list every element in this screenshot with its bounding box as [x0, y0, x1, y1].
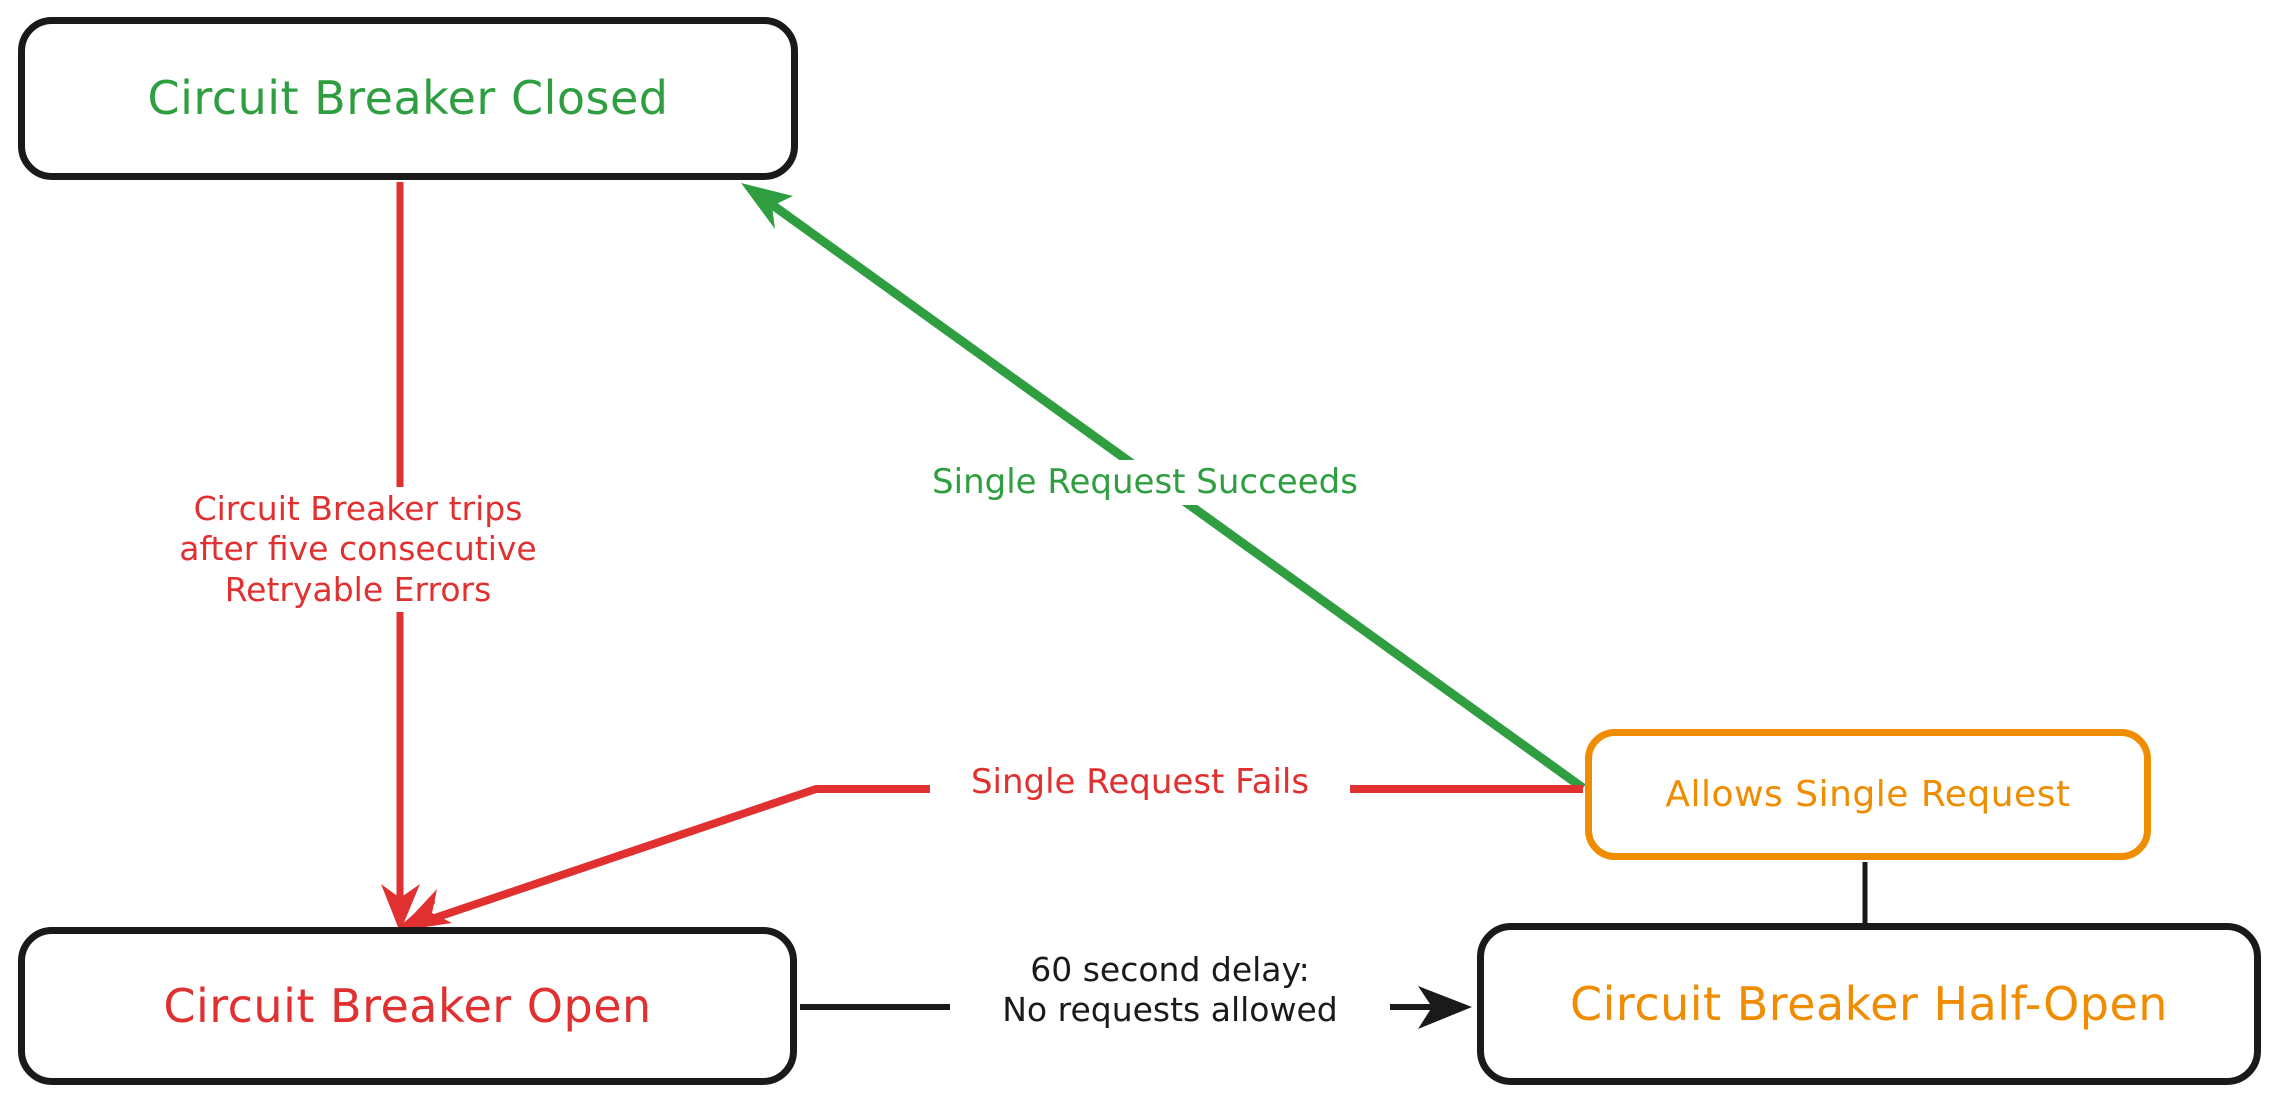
- node-circuit-breaker-closed[interactable]: Circuit Breaker Closed: [18, 17, 798, 180]
- node-circuit-breaker-open[interactable]: Circuit Breaker Open: [18, 927, 797, 1085]
- edge-label-closed-to-open: Circuit Breaker trips after five consecu…: [148, 487, 568, 612]
- node-label-allows-single-request: Allows Single Request: [1665, 773, 2071, 815]
- node-label-closed: Circuit Breaker Closed: [147, 71, 669, 126]
- node-circuit-breaker-half-open[interactable]: Circuit Breaker Half-Open: [1477, 923, 2261, 1085]
- edge-label-open-to-halfopen: 60 second delay: No requests allowed: [950, 948, 1390, 1033]
- node-label-half-open: Circuit Breaker Half-Open: [1570, 976, 2168, 1031]
- edge-label-allows-to-closed: Single Request Succeeds: [890, 460, 1400, 506]
- node-label-open: Circuit Breaker Open: [163, 978, 652, 1033]
- node-allows-single-request[interactable]: Allows Single Request: [1585, 729, 2151, 860]
- edge-allows-to-open: [398, 785, 1583, 931]
- edge-label-allows-to-open: Single Request Fails: [930, 760, 1350, 806]
